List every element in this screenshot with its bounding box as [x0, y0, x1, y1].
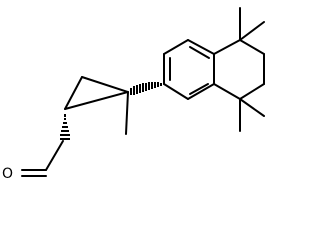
molecule-structure: O [2, 7, 265, 178]
hashed-bond-to-aromatic [130, 82, 162, 95]
bottom-gem-dimethyl [239, 98, 265, 132]
cyclopropane-ring [64, 76, 129, 110]
aldehyde-c-chain-bond [45, 140, 64, 171]
aromatic-ring [163, 39, 215, 100]
hashed-wedge-bond-aldehyde [60, 114, 70, 140]
saturated-bond-5 [213, 83, 241, 100]
aromatic-inner-bond-3 [189, 83, 209, 95]
aromatic-bond-6 [163, 83, 189, 100]
aldehyde-group: O [2, 140, 64, 178]
aromatic-bond-3 [187, 39, 215, 55]
cyclopropane-bond-1 [64, 76, 83, 110]
cyclopropane-bond-3 [64, 91, 129, 110]
saturated-bond-4 [239, 83, 265, 100]
cyclopropane-bond-2 [81, 76, 129, 93]
saturated-ring [213, 39, 265, 100]
bottom-methyl-right-bond [239, 98, 265, 117]
top-gem-dimethyl [239, 7, 265, 41]
top-methyl-right-bond [239, 21, 265, 41]
aromatic-inner-bond-2 [189, 46, 210, 59]
saturated-bond-1 [213, 39, 241, 55]
aromatic-bond-5 [187, 83, 215, 100]
saturated-bond-2 [239, 39, 265, 55]
aromatic-bond-2 [163, 39, 189, 55]
oxygen-atom-label: O [2, 166, 13, 178]
methyl-bond-cyclopropane [125, 91, 129, 135]
